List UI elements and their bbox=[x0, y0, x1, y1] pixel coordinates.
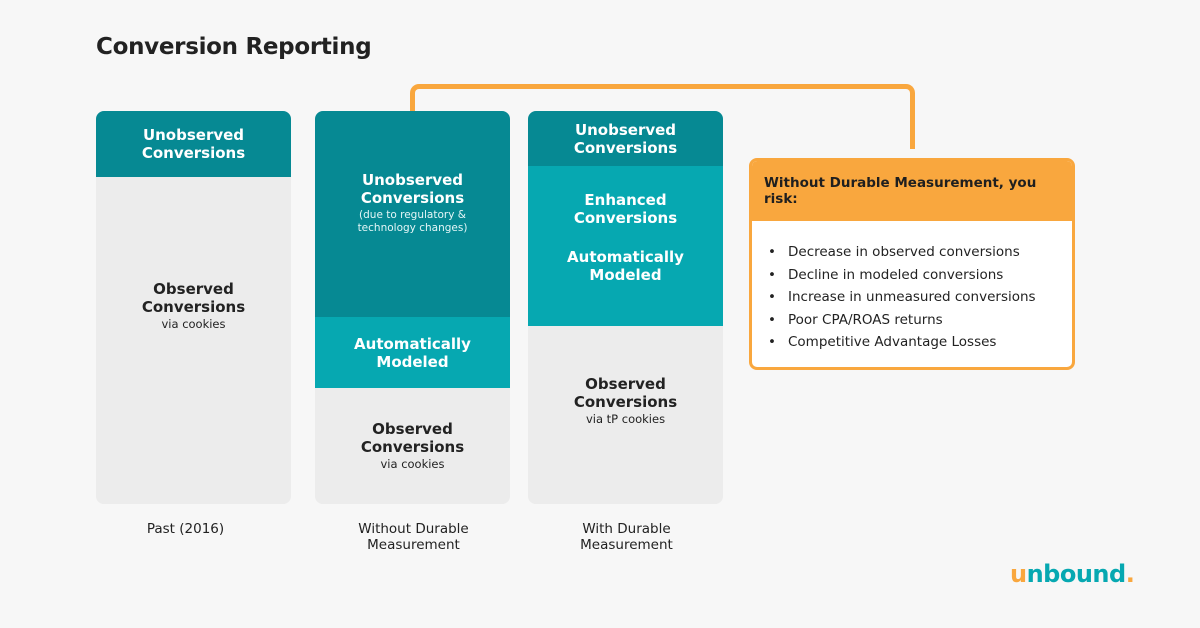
logo-first-letter: u bbox=[1010, 560, 1027, 588]
column-without-durable: Unobserved Conversions (due to regulator… bbox=[315, 111, 510, 504]
risk-item-text: Decrease in observed conversions bbox=[788, 244, 1020, 260]
logo-dot: . bbox=[1125, 560, 1135, 588]
bullet-icon: • bbox=[768, 334, 776, 350]
segment-observed: Observed Conversions via tP cookies bbox=[528, 326, 723, 504]
column-label-without-durable: Without Durable Measurement bbox=[316, 521, 511, 553]
risk-item: • Decline in modeled conversions bbox=[768, 264, 1072, 287]
segment-title: Enhanced Conversions bbox=[573, 191, 678, 227]
page-title: Conversion Reporting bbox=[96, 34, 372, 60]
risk-callout: Without Durable Measurement, you risk: •… bbox=[749, 158, 1075, 370]
column-label-text: With Durable Measurement bbox=[580, 521, 673, 553]
segment-note: (due to regulatory & technology changes) bbox=[357, 209, 468, 234]
column-past: Unobserved Conversions Observed Conversi… bbox=[96, 111, 291, 504]
risk-item: • Poor CPA/ROAS returns bbox=[768, 309, 1072, 332]
column-with-durable: Unobserved Conversions Enhanced Conversi… bbox=[528, 111, 723, 504]
risk-item-text: Competitive Advantage Losses bbox=[788, 334, 997, 350]
risk-list: • Decrease in observed conversions • Decli… bbox=[752, 221, 1072, 354]
segment-title: Observed Conversions bbox=[573, 375, 678, 411]
risk-item: • Increase in unmeasured conversions bbox=[768, 286, 1072, 309]
segment-title: Automatically Modeled bbox=[567, 248, 684, 284]
segment-title: Observed Conversions bbox=[141, 280, 246, 316]
segment-title: Unobserved Conversions bbox=[141, 126, 246, 162]
segment-title: Automatically Modeled bbox=[354, 334, 471, 371]
bullet-icon: • bbox=[768, 244, 776, 260]
unbound-logo: unbound. bbox=[1010, 560, 1135, 588]
segment-enhanced-and-modeled: Enhanced Conversions Automatically Model… bbox=[528, 166, 723, 326]
bullet-icon: • bbox=[768, 266, 776, 283]
segment-observed: Observed Conversions via cookies bbox=[315, 388, 510, 504]
segment-subtitle: via tP cookies bbox=[585, 412, 666, 426]
segment-automatically-modeled: Automatically Modeled bbox=[315, 317, 510, 388]
column-label-text: Without Durable Measurement bbox=[358, 521, 469, 553]
segment-title: Observed Conversions bbox=[360, 420, 465, 456]
risk-item: • Competitive Advantage Losses bbox=[768, 331, 1072, 354]
risk-heading: Without Durable Measurement, you risk: bbox=[752, 161, 1072, 221]
bullet-icon: • bbox=[768, 289, 776, 305]
risk-item-text: Decline in modeled conversions bbox=[788, 266, 1004, 283]
risk-item: • Decrease in observed conversions bbox=[768, 241, 1072, 264]
column-label-with-durable: With Durable Measurement bbox=[529, 521, 724, 553]
logo-wordmark: nbound bbox=[1026, 560, 1127, 588]
risk-item-text: Increase in unmeasured conversions bbox=[788, 289, 1036, 305]
segment-title: Unobserved Conversions bbox=[573, 120, 678, 157]
bullet-icon: • bbox=[768, 311, 776, 328]
segment-unobserved: Unobserved Conversions (due to regulator… bbox=[315, 111, 510, 317]
segment-unobserved: Unobserved Conversions bbox=[528, 111, 723, 166]
risk-item-text: Poor CPA/ROAS returns bbox=[788, 311, 943, 328]
segment-subtitle: via cookies bbox=[380, 457, 445, 471]
segment-unobserved: Unobserved Conversions bbox=[96, 111, 291, 177]
column-label-past: Past (2016) bbox=[146, 521, 225, 537]
segment-observed: Observed Conversions via cookies bbox=[96, 177, 291, 504]
segment-subtitle: via cookies bbox=[161, 317, 226, 331]
segment-title: Unobserved Conversions bbox=[360, 171, 465, 207]
